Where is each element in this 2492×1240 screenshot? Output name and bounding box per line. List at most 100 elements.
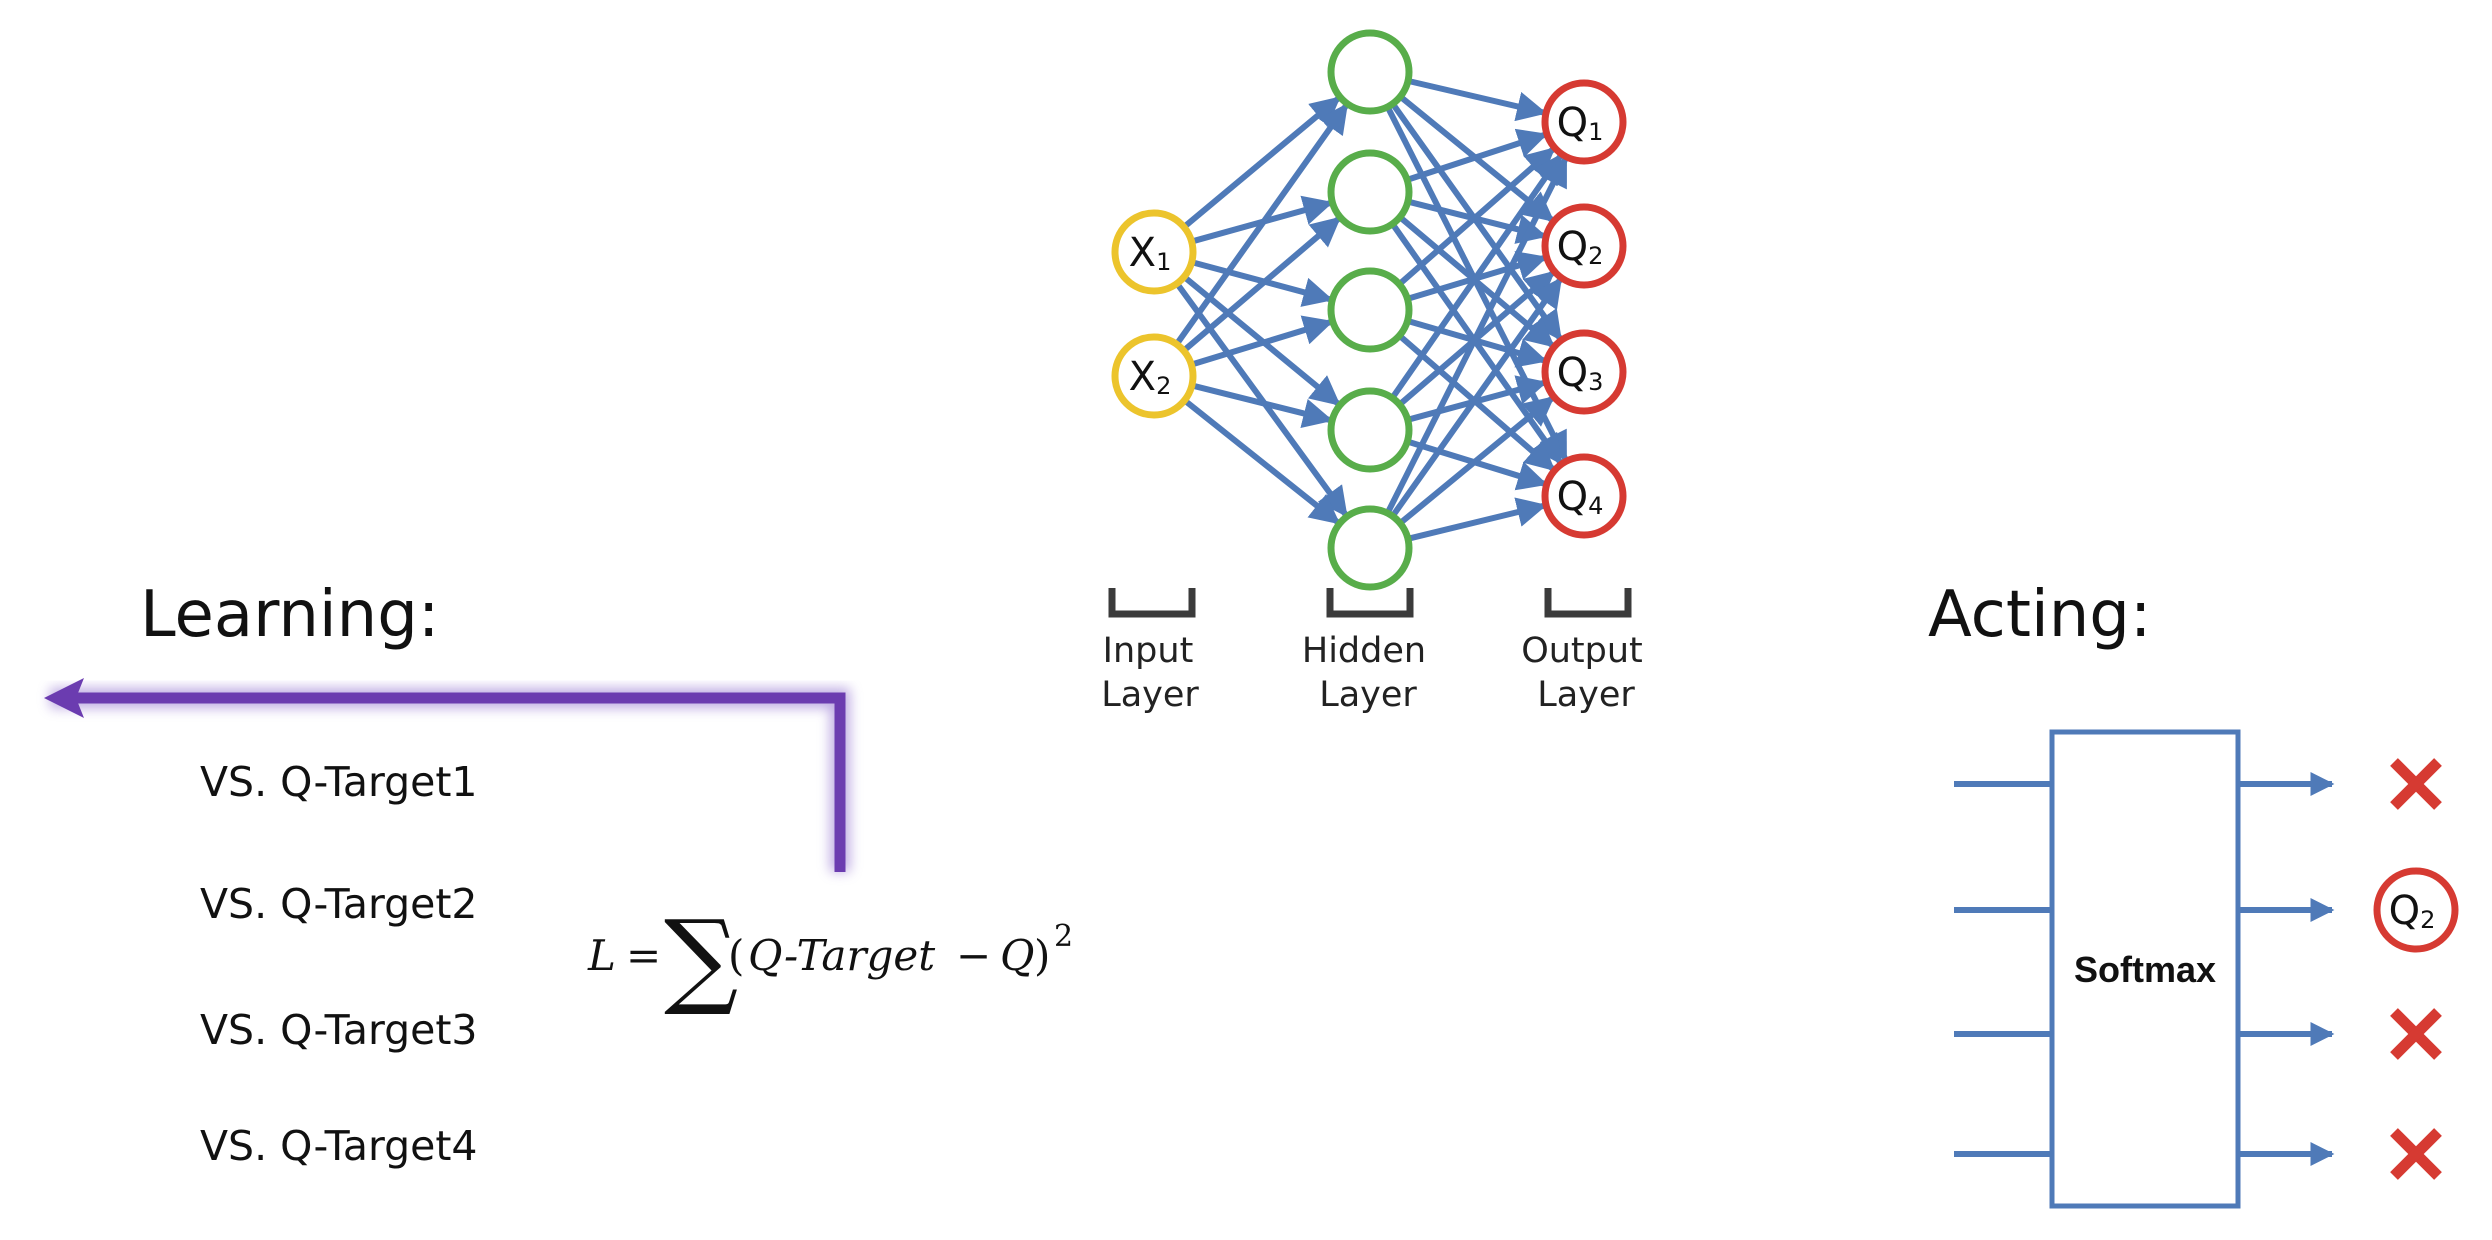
q-target-item: VS. Q-Target3 (200, 1006, 478, 1054)
q-target-item: VS. Q-Target1 (200, 758, 478, 806)
loss-formula: L = ∑ ( Q-Target − Q ) 2 (587, 897, 1073, 1019)
hidden-node (1327, 149, 1413, 235)
sigma-icon: ∑ (664, 897, 738, 1019)
input-node-circle (1111, 209, 1197, 295)
output-node: Q1 (1541, 79, 1627, 165)
network-edge (1182, 397, 1341, 525)
network-edge (1407, 77, 1547, 122)
formula-q-target: Q-Target (748, 931, 935, 980)
acting-outputs: Q2 (2373, 758, 2459, 1180)
hidden-node-circle (1327, 149, 1413, 235)
hidden-node-circle (1327, 387, 1413, 473)
network-edge (1190, 315, 1334, 368)
output-layer-label-line2: Layer (1537, 675, 1635, 715)
x-mark-icon (2390, 758, 2442, 810)
input-node-label: X1 (1129, 230, 1172, 276)
network-edge (1181, 216, 1342, 353)
loss-arrow (44, 678, 850, 872)
input-node-circle (1111, 333, 1197, 419)
formula-lhs: L (587, 931, 616, 980)
network-edge (1182, 95, 1341, 230)
output-node-label-main: Q (1557, 350, 1588, 396)
input-node-label: X2 (1129, 354, 1172, 400)
hidden-node (1327, 267, 1413, 353)
output-node-label: Q1 (1557, 100, 1604, 146)
selected-action-node-label-main: Q (2389, 888, 2420, 934)
q-target-item: VS. Q-Target4 (200, 1122, 478, 1170)
network-edge (1191, 382, 1334, 429)
q-target-item: VS. Q-Target2 (200, 880, 478, 928)
network-edge (1174, 102, 1349, 346)
formula-exponent: 2 (1054, 919, 1073, 954)
formula-close-paren: ) (1034, 931, 1050, 980)
output-node: Q2 (1541, 203, 1627, 289)
output-node-label: Q4 (1557, 474, 1604, 520)
output-node-label-main: Q (1557, 224, 1588, 270)
learning-title: Learning: (140, 578, 439, 652)
learning-section: Learning: VS. Q-Target1 VS. Q-Target2 VS… (44, 578, 1073, 1170)
output-layer-label-line1: Output (1521, 631, 1643, 671)
layer-labels: Input Layer Hidden Layer Output Layer (1101, 631, 1643, 715)
output-node-label-sub: 3 (1588, 368, 1603, 396)
network-edge (1390, 277, 1563, 518)
output-node-label-main: Q (1557, 100, 1588, 146)
hidden-node-circle (1327, 505, 1413, 591)
output-node-label: Q3 (1557, 350, 1604, 396)
input-layer-label-line1: Input (1103, 631, 1194, 671)
formula-open-paren: ( (728, 931, 744, 980)
selected-action-node-label: Q2 (2389, 888, 2436, 934)
network-edges (1174, 77, 1569, 542)
hidden-node-circle (1327, 29, 1413, 115)
acting-section: Acting: Softmax Q2 (1928, 578, 2459, 1209)
output-node-circle (1541, 203, 1627, 289)
input-node-label-main: X (1129, 230, 1156, 276)
x-mark-icon (2390, 1128, 2442, 1180)
output-node: Q4 (1541, 453, 1627, 539)
hidden-layer-label-line2: Layer (1319, 675, 1417, 715)
output-node-label-main: Q (1557, 474, 1588, 520)
input-node-label-sub: 1 (1156, 248, 1171, 276)
input-node-label-sub: 2 (1156, 372, 1171, 400)
layer-bracket (1108, 588, 1196, 618)
formula-q: Q (1000, 931, 1034, 980)
hidden-node (1327, 387, 1413, 473)
formula-equals: = (626, 931, 661, 980)
output-node-label-sub: 2 (1588, 242, 1603, 270)
network-edge (1384, 155, 1569, 515)
output-node-circle (1541, 79, 1627, 165)
selected-action-node: Q2 (2373, 867, 2459, 953)
network-edge (1174, 281, 1349, 518)
q-target-list: VS. Q-Target1 VS. Q-Target2 VS. Q-Target… (200, 758, 478, 1170)
input-node: X2 (1111, 333, 1197, 419)
softmax-arrows (1954, 772, 2335, 1166)
input-layer-label-line2: Layer (1101, 675, 1199, 715)
layer-bracket (1326, 588, 1414, 618)
loss-arrow-head (44, 678, 84, 718)
acting-title: Acting: (1928, 578, 2151, 652)
x-mark-stroke (2390, 758, 2442, 810)
network-edge (1406, 128, 1548, 183)
softmax-box (2049, 729, 2241, 1209)
x-mark-icon (2390, 1008, 2442, 1060)
output-node-circle (1541, 453, 1627, 539)
network-edge (1397, 146, 1556, 287)
selected-action-node-label-sub: 2 (2420, 906, 2435, 934)
input-node-label-main: X (1129, 354, 1156, 400)
x-mark-stroke (2390, 1128, 2442, 1180)
output-node-circle (1541, 329, 1627, 415)
output-node-label-sub: 1 (1588, 118, 1603, 146)
network-edge (1190, 259, 1334, 307)
network-edge (1398, 395, 1555, 526)
softmax-label: Softmax (2074, 949, 2216, 990)
network-edge (1389, 153, 1564, 400)
output-node-label-sub: 4 (1588, 492, 1603, 520)
hidden-node (1327, 505, 1413, 591)
loss-arrow-path (70, 692, 846, 872)
input-node: X1 (1111, 209, 1197, 295)
network-edge (1407, 497, 1548, 542)
output-node-label: Q2 (1557, 224, 1604, 270)
hidden-node (1327, 29, 1413, 115)
